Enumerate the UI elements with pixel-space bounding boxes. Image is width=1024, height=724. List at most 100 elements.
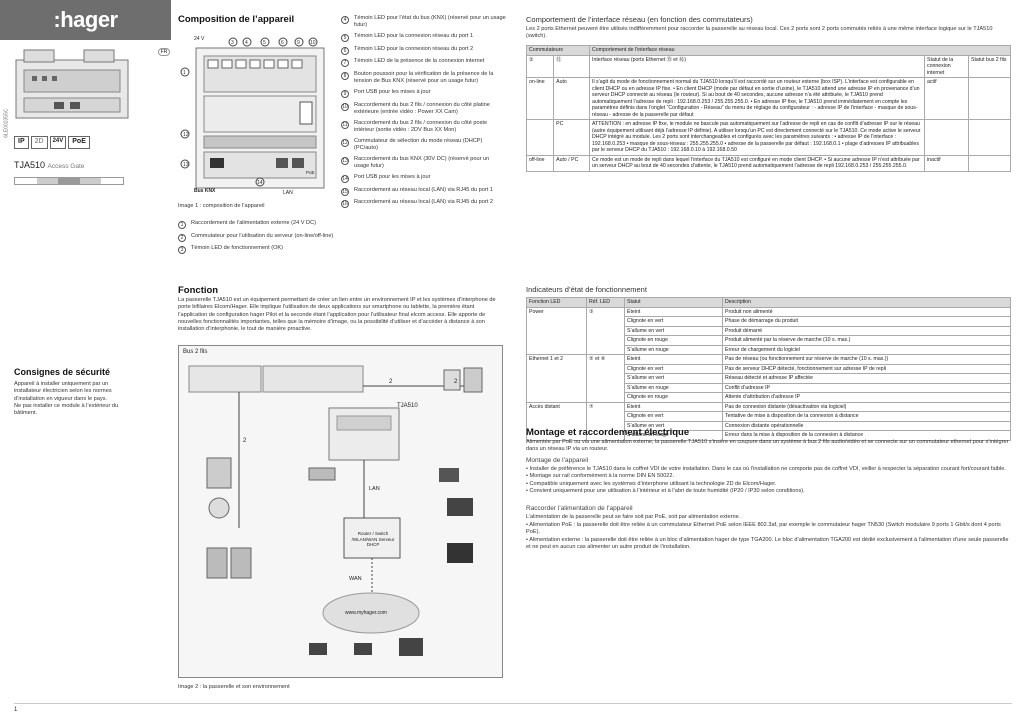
safety-line: Appareil à installer uniquement par un — [14, 381, 109, 387]
montage-bullet: • Alimentation externe : la passerelle d… — [526, 536, 1009, 550]
leds-head: Description — [722, 297, 1011, 308]
comport-sub: ② — [525, 54, 555, 78]
svg-text:14: 14 — [257, 180, 263, 186]
environment-caption: Image 2 : la passerelle et son environne… — [178, 684, 290, 690]
lan-label: LAN — [369, 486, 380, 492]
product-title: TJA510 Access Gate — [14, 160, 84, 171]
safety-text: Appareil à installer uniquement par un i… — [14, 381, 164, 417]
fonction-title: Fonction — [178, 285, 219, 296]
environment-figure: Bus 2 fils TJA510 2 2 2 LAN Router / Swi… — [178, 345, 503, 678]
montage-title: Montage et raccordement électrique — [526, 427, 690, 438]
montage-sub2: Raccorder l’alimentation de l’appareil — [526, 505, 633, 512]
diagram-volt-label: 24 V — [194, 36, 205, 42]
composition-title: Composition de l’appareil — [178, 14, 295, 25]
page-number: 1 — [14, 707, 18, 713]
safety-line: d’installation en vigueur dans le pays. — [14, 395, 107, 402]
montage-bullet: • Convient uniquement pour une utilisati… — [526, 487, 805, 494]
montage-bullet: • Alimentation PoE : la passerelle doit … — [526, 522, 1001, 536]
badge-24v: 24V — [49, 136, 67, 149]
wan-label: WAN — [349, 576, 362, 582]
montage-sub2b: L’alimentation de la passerelle peut se … — [526, 514, 741, 520]
comport-head: Comportement de l’interface réseau — [589, 45, 1011, 56]
cloud-label: www.myhager.com — [345, 610, 387, 616]
svg-text:9: 9 — [297, 40, 300, 46]
safety-line: installateur électricien selon les norme… — [14, 388, 112, 395]
montage-bullet: • Montage sur rail conformément à la nor… — [526, 473, 675, 480]
montage-intro: Alimentée par PoE ou via une alimentatio… — [526, 439, 1009, 453]
product-name: Access Gate — [47, 163, 85, 170]
montage-list2: • Alimentation PoE : la passerelle doit … — [526, 522, 1011, 551]
svg-text:10: 10 — [310, 40, 316, 46]
product-color-bar — [14, 177, 124, 185]
montage-bullet: • Installer de préférence le TJA510 dans… — [526, 466, 1006, 472]
svg-text:13: 13 — [183, 162, 189, 168]
page-divider — [14, 703, 1012, 704]
svg-text:1: 1 — [183, 70, 186, 76]
safety-title: Consignes de sécurité — [14, 367, 111, 377]
fonction-body: La passerelle TJA510 est un équipement p… — [178, 297, 496, 333]
svg-text:12: 12 — [183, 132, 189, 138]
figure-title: Bus 2 fils — [183, 349, 208, 355]
hager-logo: :hager — [0, 0, 171, 40]
leds-head: Fonction LED — [526, 297, 587, 308]
language-badge: FR — [158, 48, 170, 56]
leds-title: Indicateurs d’état de fonctionnement — [526, 285, 647, 294]
product-code: TJA510 — [14, 160, 46, 170]
product-image — [15, 49, 129, 119]
montage-sub1: Montage de l’appareil — [526, 457, 589, 464]
environment-diagram — [188, 365, 483, 656]
device-label: TJA510 — [397, 403, 418, 409]
comport-title: Comportement de l’interface réseau (en f… — [526, 15, 753, 24]
safety-line: bâtiment. — [14, 410, 38, 417]
safety-line: Ne pas installer ce module à l’extérieur… — [14, 402, 119, 409]
side-reference: 6LE002355C — [3, 108, 10, 138]
leds-head: Statut — [624, 297, 723, 308]
bus-label-c: 2 — [243, 438, 247, 444]
diagram-poe-label: PoE — [306, 170, 315, 175]
badge-poe: PoE — [68, 136, 90, 149]
composition-caption: Image 1 : composition de l’appareil — [178, 203, 265, 209]
router-label: Router / Switch /WLAN/WAN Serveur DHCP — [351, 531, 395, 548]
product-badges: IP 2D 24V PoE — [14, 136, 90, 149]
badge-ip: IP — [14, 136, 29, 149]
comport-sub: Statut bus 2 fils — [968, 54, 1011, 78]
diagram-lan-label: LAN — [283, 190, 293, 196]
svg-text:6: 6 — [281, 40, 284, 46]
bus-label-b: 2 — [454, 379, 458, 385]
comport-sub: Interface réseau (ports Ethernet ⑮ et ⑯) — [589, 54, 925, 78]
montage-bullet: • Compatible uniquement avec les système… — [526, 480, 777, 487]
svg-text:4: 4 — [245, 40, 248, 46]
comport-sub: ⑫ — [553, 54, 590, 78]
badge-2d: 2D — [30, 136, 48, 149]
svg-text:5: 5 — [263, 40, 266, 46]
device-diagram: 1 12 13 3 4 5 6 9 10 14 — [178, 30, 334, 200]
bus-label-a: 2 — [389, 379, 393, 385]
leds-table: Fonction LED Réf. LED Statut Description… — [526, 297, 1011, 441]
leds-head: Réf. LED — [586, 297, 625, 308]
montage-list1: • Installer de préférence le TJA510 dans… — [526, 466, 1011, 495]
